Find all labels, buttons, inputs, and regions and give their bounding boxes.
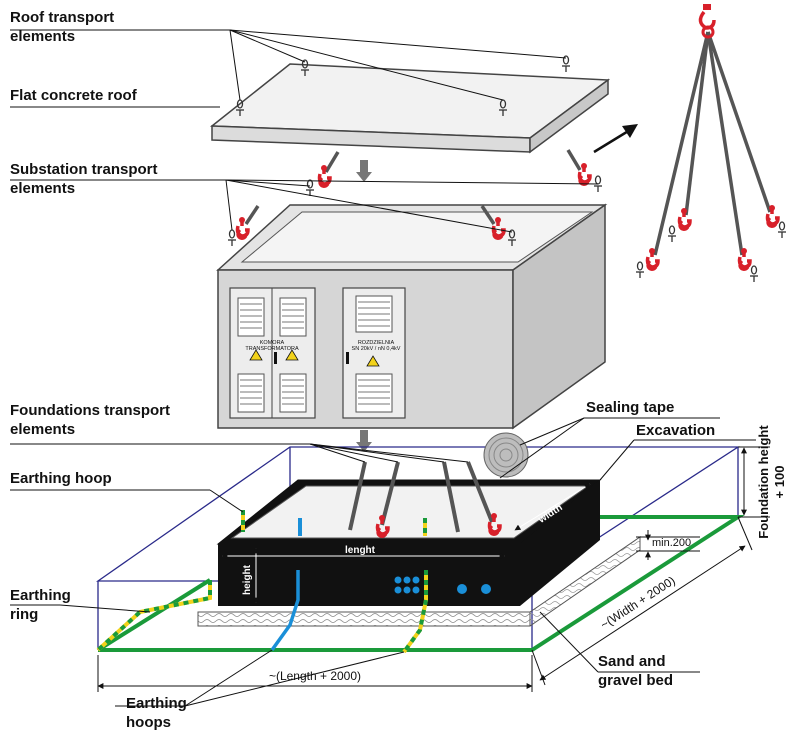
label-earthing-hoops: Earthing hoops — [126, 695, 187, 731]
height-dimension-label: height — [242, 564, 253, 595]
down-arrow-1 — [356, 160, 372, 182]
label-substation-transport: Substation transport elements — [10, 161, 158, 197]
cable-entry-holes — [394, 576, 491, 594]
label-sealing-tape: Sealing tape — [586, 399, 675, 416]
external-dimensions — [97, 446, 770, 692]
transformer-label-2: TRANSFORMATORA — [245, 346, 299, 352]
total-length-label: ~(Length + 2000) — [269, 669, 361, 683]
foundation-block — [216, 479, 602, 606]
label-earthing-hoop: Earthing hoop — [10, 470, 112, 487]
foundation-height-label-2: + 100 — [772, 466, 787, 499]
foundation-height-label-1: Foundation height — [756, 425, 771, 539]
lifting-sling — [635, 4, 787, 283]
crane-hook-icon — [698, 4, 716, 39]
flat-concrete-roof — [209, 63, 611, 154]
lift-direction-arrow-icon — [593, 124, 638, 154]
label-excavation: Excavation — [636, 422, 716, 439]
dimension-lines — [221, 483, 591, 604]
switchgear-label-2: SN 20kV / nN 0,4kV — [352, 346, 401, 352]
switchgear-label-1: ROZDZIELNIA — [358, 340, 395, 346]
label-roof-transport: Roof transport elements — [10, 9, 115, 45]
substation-hooks — [227, 149, 603, 247]
label-earthing-ring: Earthing ring — [10, 587, 71, 623]
foundation-transport-rods — [348, 461, 494, 533]
down-arrow-2 — [356, 430, 372, 452]
label-flat-concrete-roof: Flat concrete roof — [10, 87, 137, 104]
earthing-hoops-on-foundation — [96, 510, 428, 654]
sealing-tape-roll — [483, 432, 529, 478]
transformer-chamber-door: KOMORA TRANSFORMATORA — [229, 287, 316, 419]
substation-leaders — [10, 179, 599, 233]
min-depth-label: min.200 — [652, 537, 691, 549]
roof-leaders — [10, 29, 567, 108]
switchgear-door: ROZDZIELNIA SN 20kV / nN 0,4kV — [342, 287, 406, 419]
label-sand-gravel-bed: Sand and gravel bed — [598, 653, 674, 689]
transformer-label-1: KOMORA — [260, 340, 285, 346]
length-dimension-label: lenght — [345, 545, 376, 556]
label-foundations-transport: Foundations transport elements — [10, 402, 170, 438]
